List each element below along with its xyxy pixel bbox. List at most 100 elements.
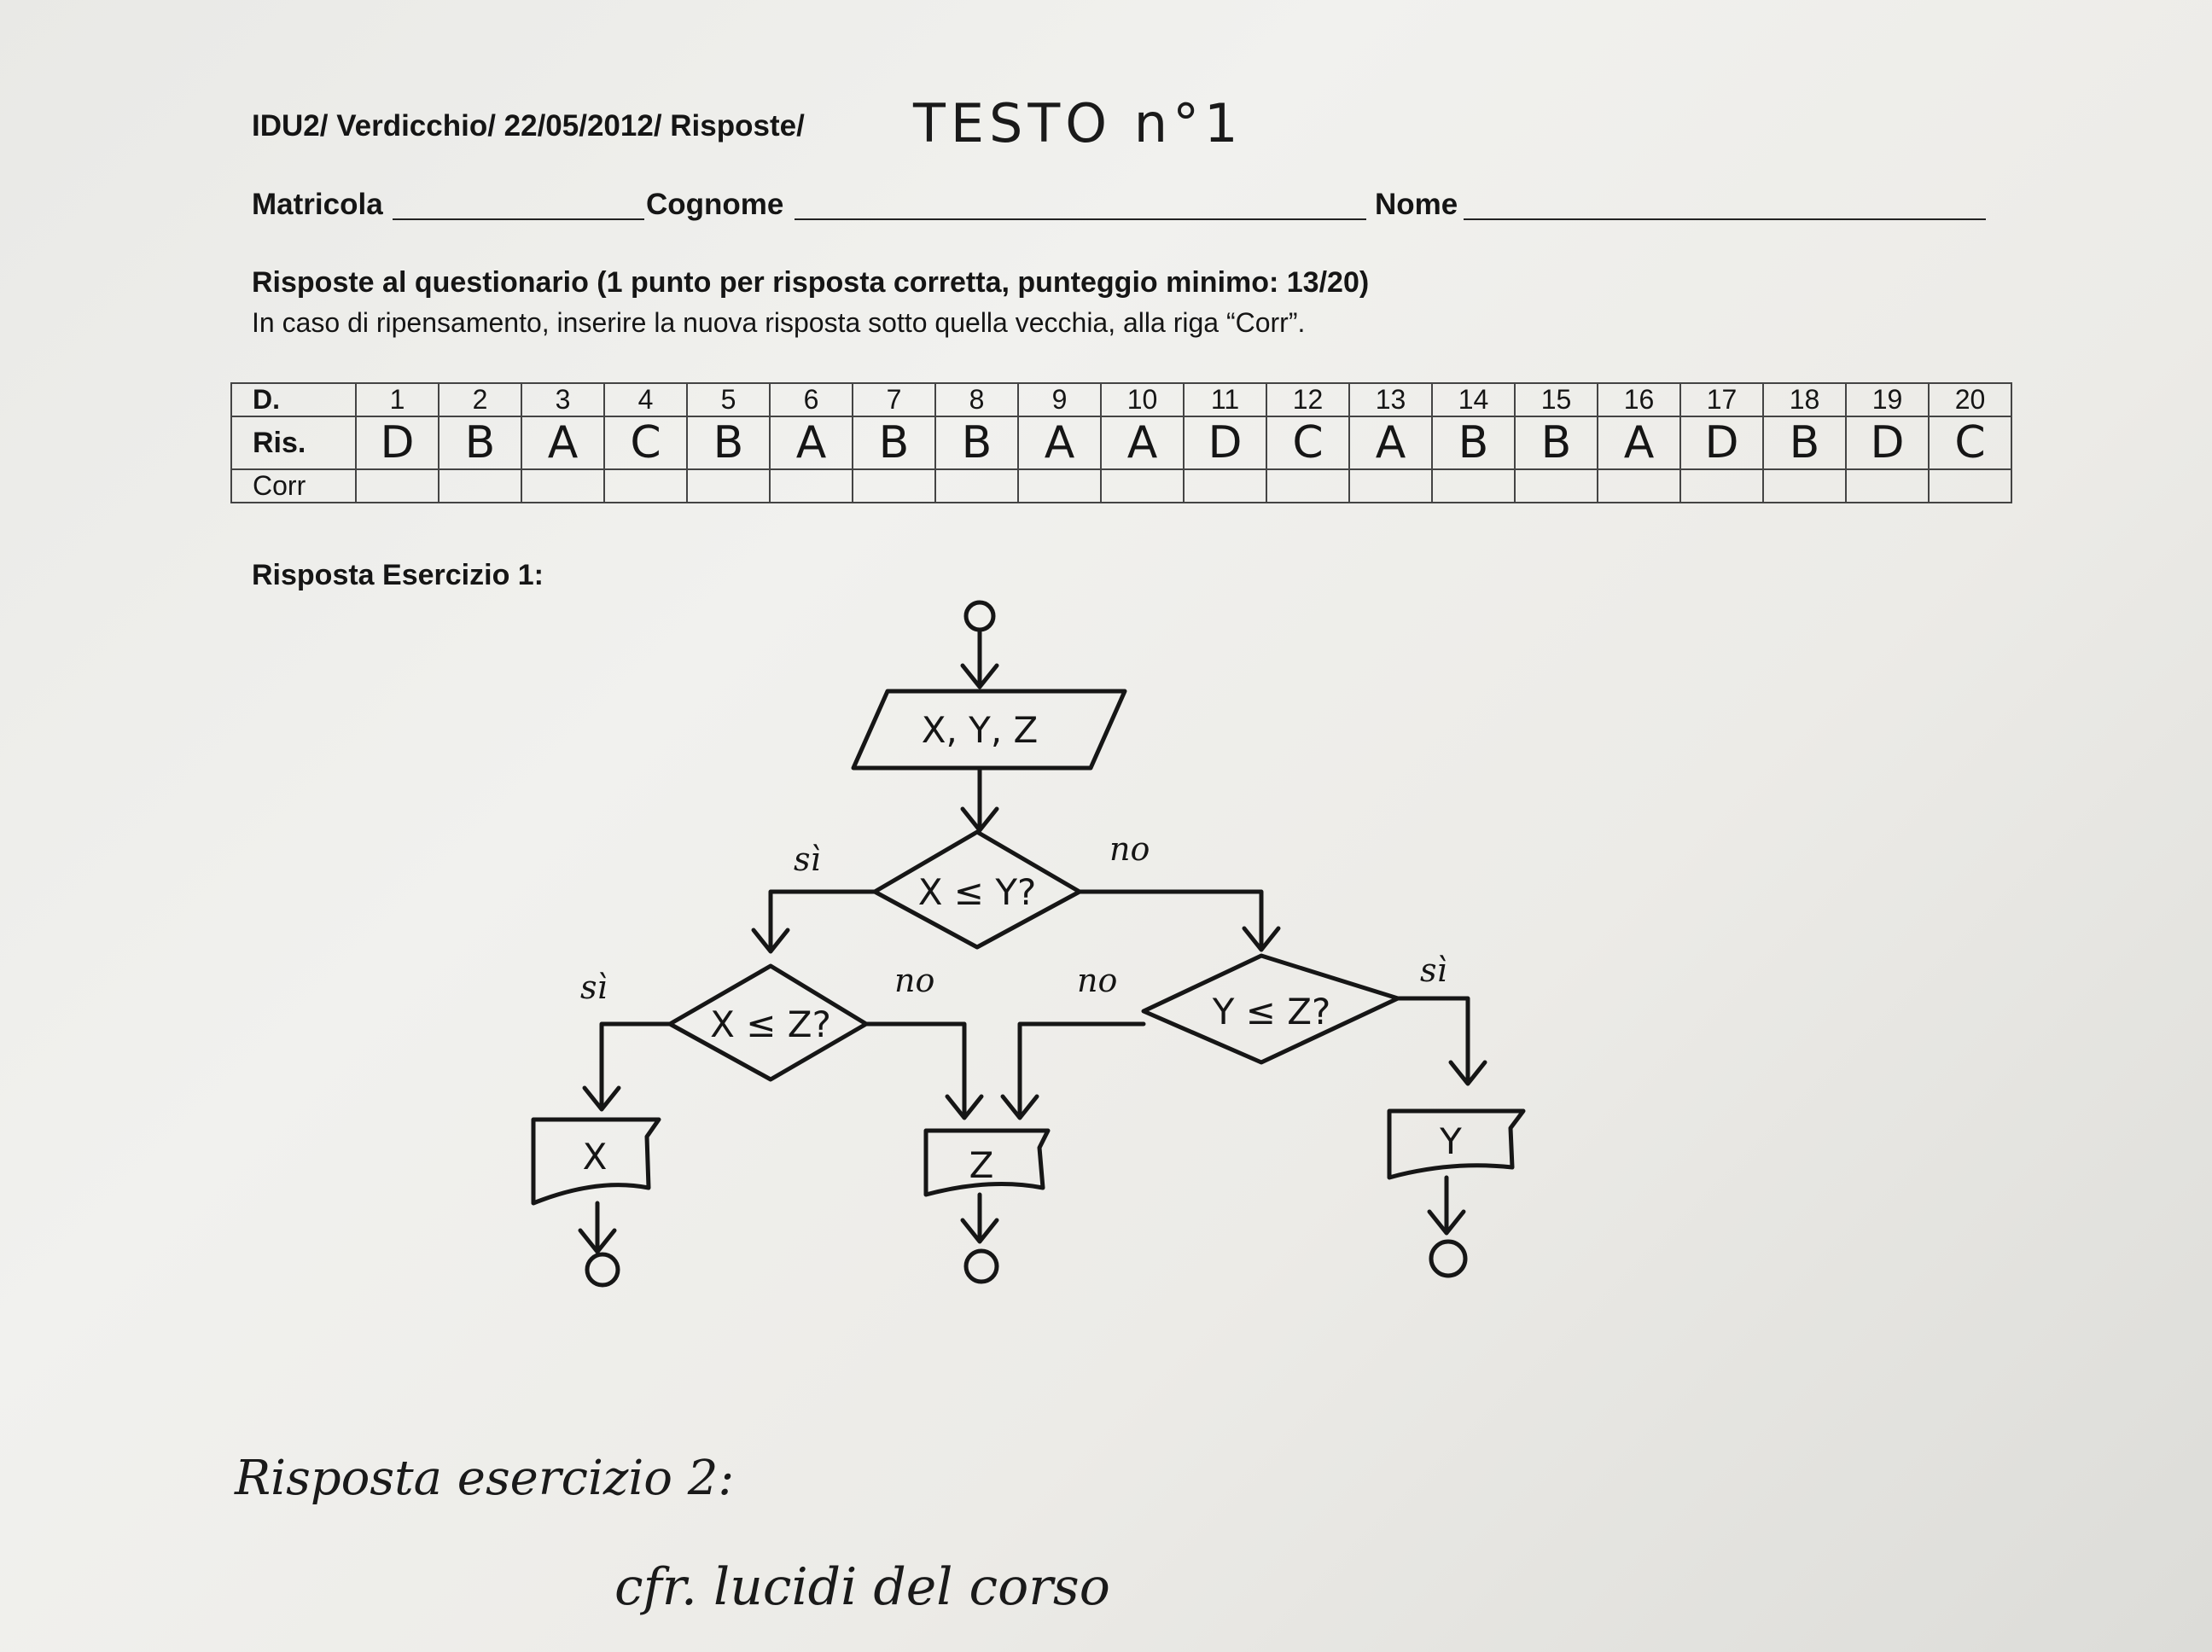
arrow-left-no [864,1021,984,1120]
label-no-right: no [1077,962,1117,999]
arrow-input-decision [960,765,999,833]
exercise2-title: Risposta esercizio 2: [235,1451,735,1506]
nome-label: Nome [1375,188,1458,221]
correction-cell[interactable] [355,468,439,503]
correction-cell[interactable] [521,468,605,503]
correction-cell[interactable] [1928,468,2012,503]
matricola-field[interactable] [393,218,644,220]
correction-cell[interactable] [1845,468,1930,503]
decision-main [872,829,1082,950]
arrow-main-no [1077,889,1281,952]
cognome-field[interactable] [795,218,1366,220]
arrow-y-end [1427,1175,1466,1236]
question-number: 7 [852,382,936,417]
correction-cell[interactable] [1431,468,1516,503]
question-number: 5 [686,382,771,417]
question-number: 13 [1348,382,1433,417]
correction-cell[interactable] [603,468,688,503]
correction-cell[interactable] [438,468,522,503]
output-y-box [1387,1108,1526,1180]
answer-cell: D [1183,416,1267,470]
decision-main-text: X ≤ Y? [918,871,1037,913]
answer-cell: B [852,416,936,470]
row-label-d: D. [230,382,357,417]
end-node-x [585,1252,620,1288]
answer-cell: B [686,416,771,470]
arrow-left-si [582,1021,672,1112]
correction-cell[interactable] [1597,468,1681,503]
row-label-corr: Corr [230,468,357,503]
correction-cell[interactable] [1348,468,1433,503]
questionnaire-instructions: In caso di ripensamento, inserire la nuo… [252,307,1306,338]
correction-cell[interactable] [1514,468,1598,503]
student-fields: Matricola Cognome Nome [252,188,1988,225]
nome-field[interactable] [1464,218,1986,220]
start-node [963,600,996,632]
question-number: 1 [355,382,439,417]
label-si-left: sì [580,969,608,1006]
label-no-left: no [894,962,934,999]
answer-cell: A [769,416,853,470]
answer-cell: D [355,416,439,470]
correction-cell[interactable] [1266,468,1350,503]
correction-cell[interactable] [1762,468,1847,503]
correction-cell[interactable] [1183,468,1267,503]
answer-cell: C [1266,416,1350,470]
question-number: 12 [1266,382,1350,417]
arrow-start-input [960,627,999,689]
question-number: 18 [1762,382,1847,417]
arrow-x-end [578,1201,617,1254]
question-number: 16 [1597,382,1681,417]
decision-right [1141,953,1400,1065]
correction-cell[interactable] [769,468,853,503]
exercise2-answer: cfr. lucidi del corso [614,1557,1110,1617]
question-number: 6 [769,382,853,417]
question-number: 3 [521,382,605,417]
output-x-box [531,1117,661,1206]
answer-cell: B [934,416,1019,470]
answer-cell: A [521,416,605,470]
output-x-text: X [583,1136,608,1178]
correction-cell[interactable] [1100,468,1185,503]
answer-cell: B [1431,416,1516,470]
correction-cell[interactable] [934,468,1019,503]
arrow-right-si [1395,996,1487,1086]
input-box [851,689,1127,771]
question-number: 8 [934,382,1019,417]
question-number: 19 [1845,382,1930,417]
row-label-ris: Ris. [230,416,357,470]
correction-cell[interactable] [852,468,936,503]
label-si-right: sì [1420,951,1447,989]
answer-cell: C [603,416,688,470]
question-number: 11 [1183,382,1267,417]
correction-cell[interactable] [1017,468,1102,503]
end-node-y [1429,1239,1468,1278]
arrow-main-si [751,889,877,954]
question-number: 4 [603,382,688,417]
label-si-main: sì [794,841,821,878]
output-z-box [923,1128,1051,1197]
exercise1-title: Risposta Esercizio 1: [252,559,544,591]
correction-cell[interactable] [686,468,771,503]
input-text: X, Y, Z [922,709,1039,751]
output-y-text: Y [1439,1120,1462,1162]
question-number: 15 [1514,382,1598,417]
question-number: 14 [1431,382,1516,417]
correction-cell[interactable] [1679,468,1764,503]
matricola-label: Matricola [252,188,383,221]
test-number: TESTO n°1 [913,92,1243,154]
answer-cell: A [1017,416,1102,470]
header-line: IDU2/ Verdicchio/ 22/05/2012/ Risposte/ [252,109,805,143]
label-no-main: no [1109,830,1150,868]
end-node-z [963,1248,999,1284]
decision-left [667,963,869,1082]
question-number: 20 [1928,382,2012,417]
answer-cell: C [1928,416,2012,470]
answer-cell: D [1679,416,1764,470]
question-number: 9 [1017,382,1102,417]
question-number: 17 [1679,382,1764,417]
output-z-text: Z [969,1144,994,1186]
